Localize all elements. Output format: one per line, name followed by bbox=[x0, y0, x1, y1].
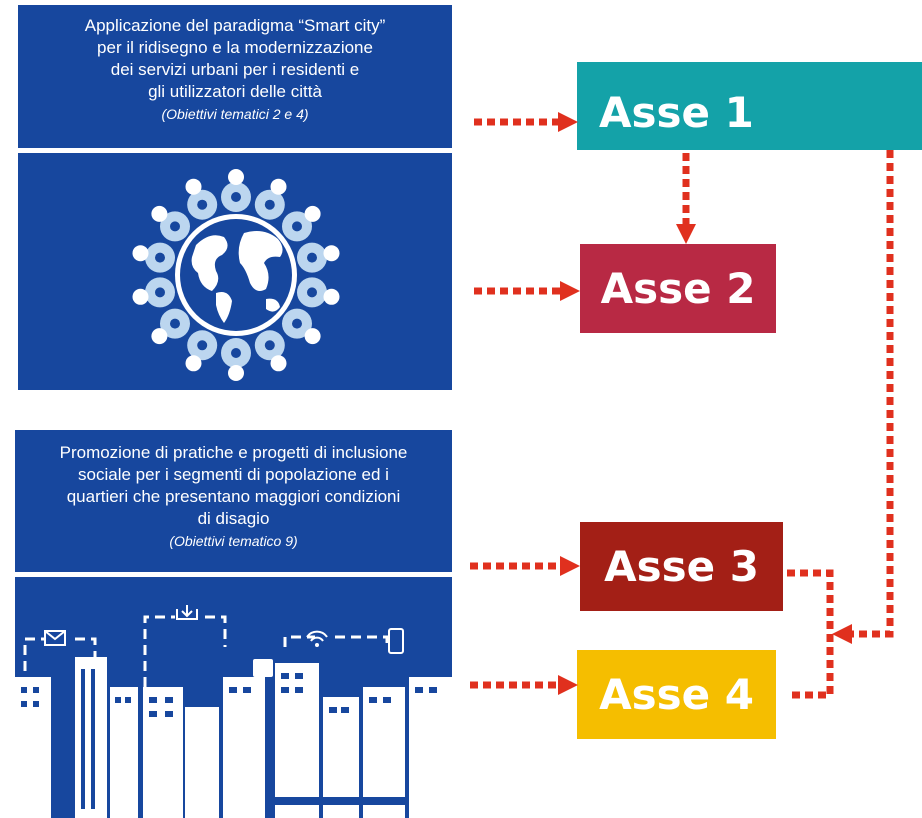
panel-subtitle: (Obiettivi tematici 2 e 4) bbox=[161, 106, 309, 122]
person-head-icon bbox=[185, 355, 202, 372]
globe-with-people-icon bbox=[132, 169, 340, 381]
text-line: per il ridisegno e la modernizzazione bbox=[97, 38, 373, 57]
person-head-icon bbox=[151, 328, 168, 345]
person-head-icon bbox=[132, 245, 149, 262]
text-line: di disagio bbox=[197, 509, 270, 528]
panel-subtitle: (Obiettivi tematico 9) bbox=[169, 533, 298, 549]
person-head-icon bbox=[228, 169, 244, 185]
panel-smart-city-description: Applicazione del paradigma “Smart city” … bbox=[18, 15, 452, 125]
asse-3-box: Asse 3 bbox=[580, 522, 783, 611]
asse-1-box: Asse 1 bbox=[577, 62, 922, 150]
person-head-icon bbox=[304, 328, 321, 345]
person-head-icon bbox=[304, 205, 321, 222]
person-head-icon bbox=[228, 365, 244, 381]
text-line: dei servizi urbani per i residenti e bbox=[110, 60, 360, 79]
text-line: sociale per i segmenti di popolazione ed… bbox=[78, 465, 389, 484]
person-head-icon bbox=[132, 288, 149, 305]
panel-smart-city-text: Applicazione del paradigma “Smart city” … bbox=[18, 5, 452, 148]
person-head-icon bbox=[151, 205, 168, 222]
asse-2-label: Asse 2 bbox=[600, 264, 756, 313]
person-head-icon bbox=[270, 178, 287, 195]
text-line: gli utilizzatori delle città bbox=[148, 82, 322, 101]
bracket-asse-3-asse-4 bbox=[787, 569, 834, 699]
person-head-icon bbox=[323, 245, 340, 262]
asse-1-label: Asse 1 bbox=[599, 88, 754, 137]
panel-inclusione-text: Promozione di pratiche e progetti di inc… bbox=[15, 430, 452, 572]
panel-globe bbox=[18, 153, 452, 390]
smart-city-skyline-icon bbox=[15, 605, 452, 818]
asse-2-box: Asse 2 bbox=[580, 244, 776, 333]
asse-3-label: Asse 3 bbox=[604, 542, 759, 591]
asse-4-box: Asse 4 bbox=[577, 650, 776, 739]
person-head-icon bbox=[270, 355, 287, 372]
panel-inclusione-description: Promozione di pratiche e progetti di inc… bbox=[15, 442, 452, 552]
text-line: quartieri che presentano maggiori condiz… bbox=[66, 487, 401, 506]
arrow-asse-1-to-merge bbox=[850, 150, 894, 638]
person-head-icon bbox=[323, 288, 340, 305]
asse-4-label: Asse 4 bbox=[599, 670, 754, 719]
text-line: Promozione di pratiche e progetti di inc… bbox=[59, 443, 408, 462]
panel-city bbox=[15, 577, 452, 818]
text-line: Applicazione del paradigma “Smart city” bbox=[84, 16, 386, 35]
person-head-icon bbox=[185, 178, 202, 195]
